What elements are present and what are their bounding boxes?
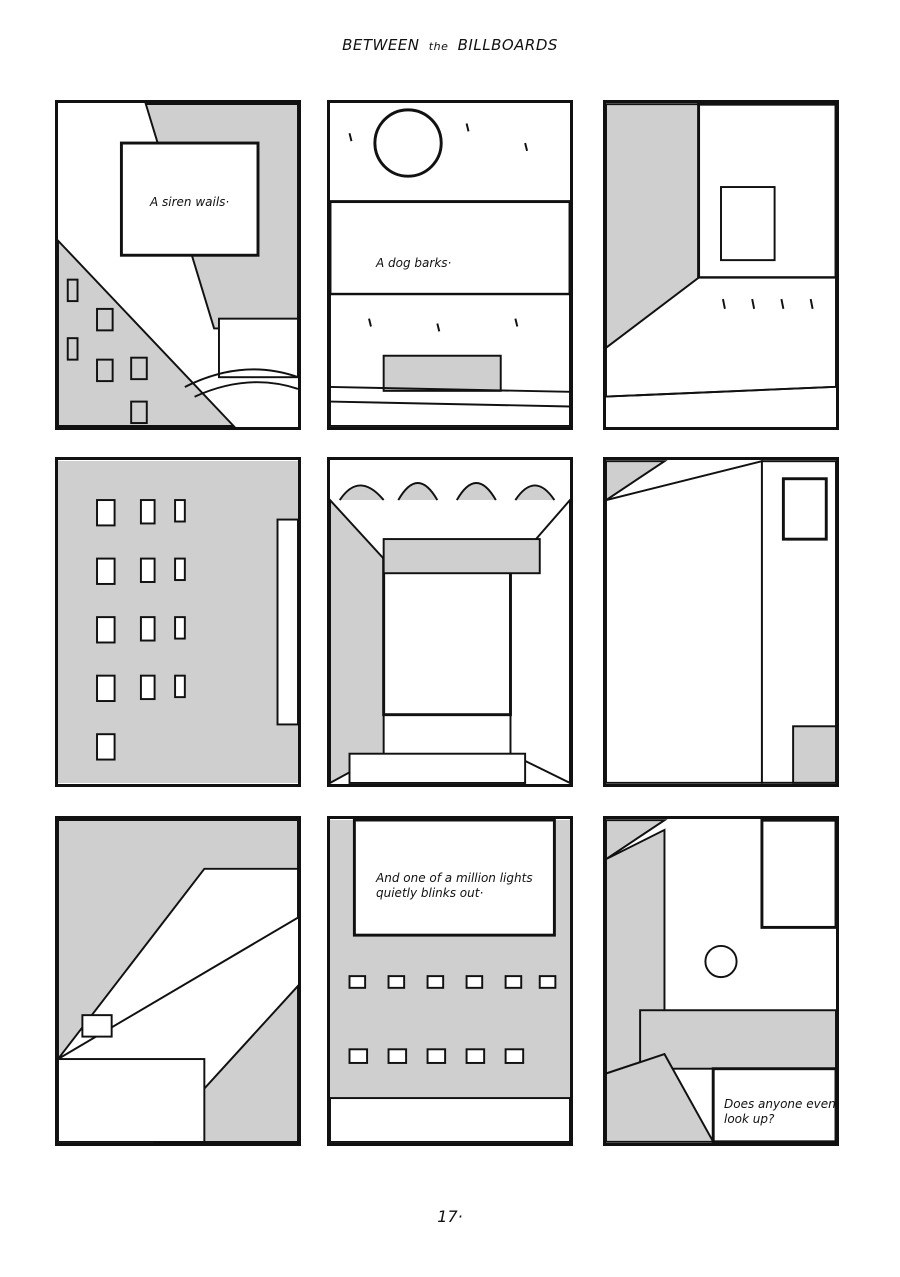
caption-panel-8: And one of a million lights quietly blin… xyxy=(376,871,533,900)
comic-panel-6 xyxy=(603,457,839,787)
panel-2-drawing xyxy=(330,104,570,427)
panel-6-drawing xyxy=(606,460,836,784)
caption-panel-9: Does anyone even look up? xyxy=(724,1097,836,1126)
panel-3-drawing xyxy=(606,103,836,398)
comic-panel-4 xyxy=(55,457,301,787)
comic-panel-8: And one of a million lights quietly blin… xyxy=(327,816,573,1146)
panel-5-drawing xyxy=(330,461,570,784)
panel-8-drawing xyxy=(330,819,570,1143)
page-title: BETWEEN the BILLBOARDS xyxy=(0,36,900,54)
caption-panel-1: A siren wails· xyxy=(150,195,230,209)
comic-panel-3 xyxy=(603,100,839,430)
comic-panel-5 xyxy=(327,457,573,787)
comic-panel-1: A siren wails· xyxy=(55,100,301,430)
panel-4-drawing xyxy=(58,461,298,783)
title-main-2: BILLBOARDS xyxy=(457,36,558,54)
panel-7-drawing xyxy=(58,819,298,1143)
title-main-1: BETWEEN xyxy=(342,36,420,54)
comic-panel-7 xyxy=(55,816,301,1146)
comic-panel-2: A dog barks· xyxy=(327,100,573,430)
panel-9-drawing xyxy=(606,819,836,1143)
title-small: the xyxy=(428,40,449,53)
comic-panel-9: Does anyone even look up? xyxy=(603,816,839,1146)
caption-panel-2: A dog barks· xyxy=(376,256,452,270)
panel-1-drawing xyxy=(58,103,298,427)
page-number: 17· xyxy=(437,1207,463,1226)
